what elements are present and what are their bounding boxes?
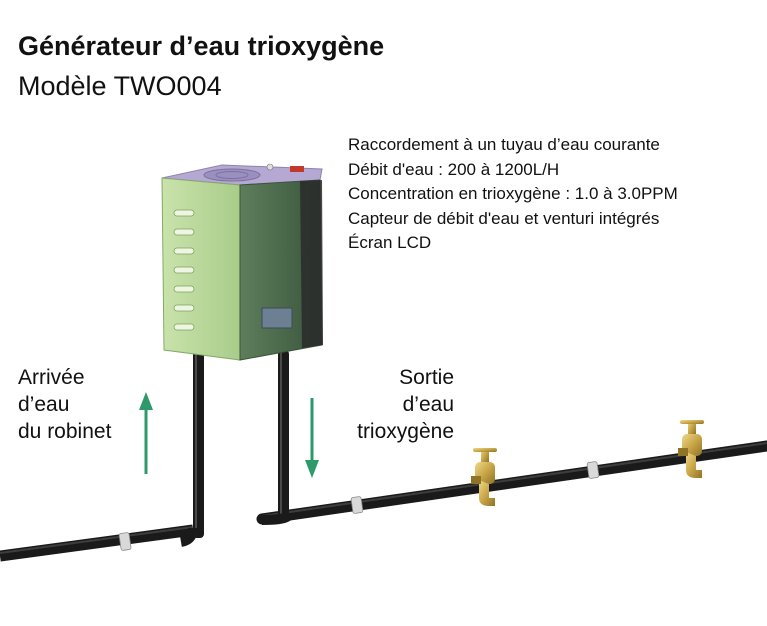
faucet-icon bbox=[471, 448, 497, 506]
vent-slots bbox=[173, 209, 195, 331]
up-arrow-icon bbox=[139, 392, 153, 474]
outlet-pipe bbox=[256, 440, 767, 525]
outlet-label: Sortie d’eau trioxygène bbox=[330, 364, 454, 445]
feature-item: Raccordement à un tuyau d’eau courante bbox=[348, 135, 660, 154]
feature-item: Capteur de débit d'eau et venturi intégr… bbox=[348, 208, 660, 228]
inlet-label: Arrivée d’eau du robinet bbox=[18, 364, 111, 445]
generator-unit bbox=[161, 163, 323, 361]
feature-item: Concentration en trioxygène : 1.0 à 3.0P… bbox=[348, 184, 678, 203]
inlet-pipe bbox=[0, 524, 194, 562]
faucet-icon bbox=[678, 420, 704, 478]
lcd-screen bbox=[261, 307, 293, 329]
pipe-clamps bbox=[118, 461, 600, 551]
outlet-riser-pipe bbox=[278, 350, 289, 522]
outlet-label-line: d’eau bbox=[402, 393, 454, 416]
feature-item: Débit d'eau : 200 à 1200L/H bbox=[348, 159, 560, 179]
inlet-riser-pipe bbox=[193, 350, 204, 538]
model-subtitle: Modèle TWO004 bbox=[18, 71, 222, 101]
outlet-label-line: trioxygène bbox=[357, 420, 454, 443]
inlet-label-line: Arrivée bbox=[18, 366, 85, 389]
down-arrow-icon bbox=[305, 398, 319, 478]
inlet-label-line: d’eau bbox=[18, 393, 70, 416]
feature-item: Écran LCD bbox=[348, 233, 432, 252]
outlet-label-line: Sortie bbox=[399, 366, 454, 389]
page-title: Générateur d’eau trioxygène bbox=[18, 31, 385, 61]
feature-list: Raccordement à un tuyau d’eau courante D… bbox=[348, 133, 678, 256]
inlet-label-line: du robinet bbox=[18, 420, 112, 443]
